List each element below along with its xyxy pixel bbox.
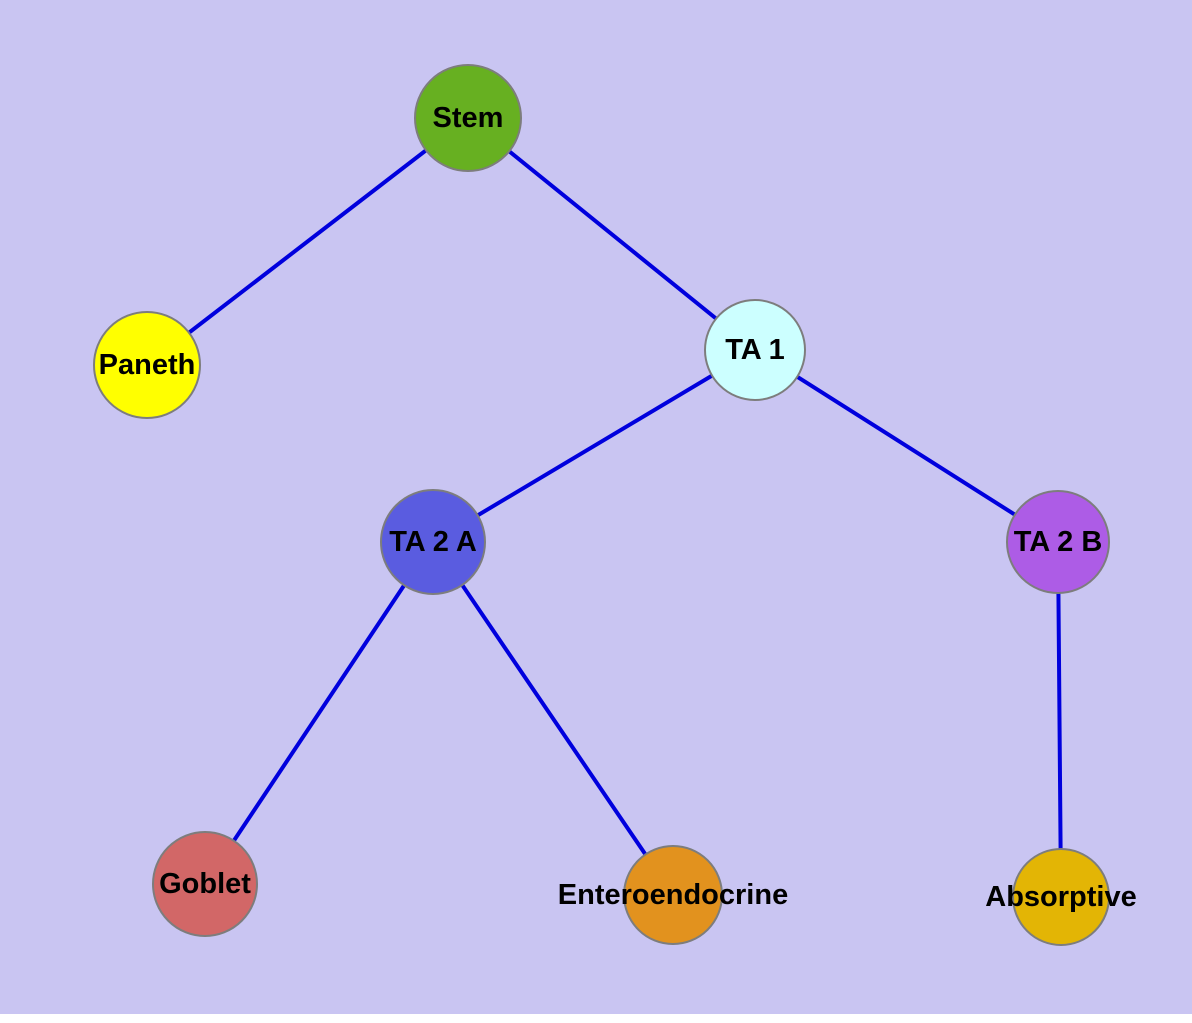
edge-stem-ta1 xyxy=(466,116,757,352)
node-circle-goblet[interactable] xyxy=(152,831,258,937)
node-circle-ta2b[interactable] xyxy=(1006,490,1110,594)
node-circle-ta1[interactable] xyxy=(704,299,806,401)
node-ta1[interactable]: TA 1 xyxy=(704,299,806,401)
edge-ta2a-enteroendocrine xyxy=(431,540,675,897)
node-circle-enteroendocrine[interactable] xyxy=(623,845,723,945)
edge-ta2b-absorptive xyxy=(1056,540,1063,899)
node-absorptive[interactable]: Absorptive xyxy=(985,848,1137,946)
node-enteroendocrine[interactable]: Enteroendocrine xyxy=(558,845,788,945)
node-goblet[interactable]: Goblet xyxy=(152,831,258,937)
node-ta2b[interactable]: TA 2 B xyxy=(1006,490,1110,594)
edge-ta1-ta2a xyxy=(431,348,757,544)
edge-ta1-ta2b xyxy=(753,348,1060,544)
node-paneth[interactable]: Paneth xyxy=(93,311,201,419)
node-circle-absorptive[interactable] xyxy=(1012,848,1110,946)
node-circle-paneth[interactable] xyxy=(93,311,201,419)
node-stem[interactable]: Stem xyxy=(414,64,522,172)
edge-stem-paneth xyxy=(145,116,470,367)
node-circle-ta2a[interactable] xyxy=(380,489,486,595)
edge-ta2a-goblet xyxy=(203,540,435,886)
node-circle-stem[interactable] xyxy=(414,64,522,172)
node-ta2a[interactable]: TA 2 A xyxy=(380,489,486,595)
